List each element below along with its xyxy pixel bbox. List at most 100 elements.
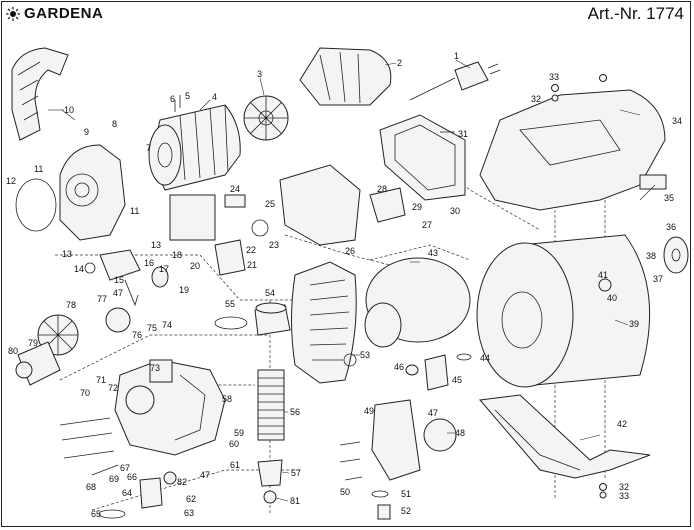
part-label-58: 58 <box>222 394 232 404</box>
part-label-69: 69 <box>109 474 119 484</box>
part-label-75: 75 <box>147 323 157 333</box>
part-label-49: 49 <box>364 406 374 416</box>
leader-lines <box>48 59 656 502</box>
part-label-1: 1 <box>454 51 459 61</box>
part-label-80: 80 <box>8 346 18 356</box>
part-label-7: 7 <box>146 143 151 153</box>
part-label-33a: 33 <box>549 72 559 82</box>
part-label-11b: 11 <box>130 206 139 216</box>
part-label-13a: 13 <box>151 240 161 250</box>
part-label-47b: 47 <box>113 288 123 298</box>
part-label-74: 74 <box>162 320 172 330</box>
part-label-9: 9 <box>84 127 89 137</box>
part-label-34: 34 <box>672 116 682 126</box>
part-label-21: 21 <box>247 260 257 270</box>
part-label-11a: 11 <box>34 164 43 174</box>
switch-housing-part <box>379 114 466 201</box>
part-label-54: 54 <box>265 288 275 298</box>
part-label-66: 66 <box>127 472 137 482</box>
part-label-6: 6 <box>170 94 175 104</box>
part-label-5: 5 <box>185 91 190 101</box>
part-label-4: 4 <box>212 92 217 102</box>
part-label-45: 45 <box>452 375 462 385</box>
part-label-38: 38 <box>646 251 656 261</box>
part-label-32b: 32 <box>619 482 629 492</box>
pressure-switch-part <box>84 249 169 307</box>
part-label-72: 72 <box>108 383 118 393</box>
part-label-63: 63 <box>184 508 194 518</box>
part-label-16: 16 <box>144 258 154 268</box>
part-label-27: 27 <box>422 220 432 230</box>
part-label-47c: 47 <box>200 470 210 480</box>
part-label-20: 20 <box>190 261 200 271</box>
part-label-29: 29 <box>412 202 422 212</box>
top-housing-part <box>479 89 667 211</box>
power-cord-part <box>409 61 501 101</box>
o-ring-part <box>15 178 57 232</box>
part-label-79: 79 <box>28 338 38 348</box>
part-label-77: 77 <box>97 294 107 304</box>
part-label-47a: 47 <box>428 408 438 418</box>
part-label-68: 68 <box>86 482 96 492</box>
part-label-25: 25 <box>265 199 275 209</box>
rear-cover-part <box>11 47 69 141</box>
part-label-17: 17 <box>159 264 169 274</box>
brand-name: GARDENA <box>24 5 104 22</box>
part-label-33b: 33 <box>619 491 629 501</box>
part-label-73: 73 <box>150 363 160 373</box>
part-label-52: 52 <box>401 506 411 516</box>
part-label-35: 35 <box>664 193 674 203</box>
part-label-2: 2 <box>397 58 402 68</box>
part-label-53: 53 <box>360 350 370 360</box>
impeller-part <box>15 307 131 386</box>
fan-part <box>243 95 289 141</box>
valve-assembly-part <box>371 353 472 520</box>
part-label-60: 60 <box>229 439 239 449</box>
part-label-14: 14 <box>74 264 84 274</box>
part-label-3: 3 <box>257 69 262 79</box>
part-label-57: 57 <box>291 468 301 478</box>
part-label-67: 67 <box>120 463 130 473</box>
part-label-42: 42 <box>617 419 627 429</box>
motor-end-shield-part <box>59 144 126 241</box>
part-label-41: 41 <box>598 270 608 280</box>
article-number: Art.-Nr. 1774 <box>587 4 684 23</box>
base-frame-part <box>479 394 651 479</box>
part-label-32a: 32 <box>531 94 541 104</box>
part-label-18: 18 <box>172 250 182 260</box>
part-label-71: 71 <box>96 375 106 385</box>
part-label-40: 40 <box>607 293 617 303</box>
part-label-36: 36 <box>666 222 676 232</box>
pump-housing-part <box>114 359 226 456</box>
part-label-44: 44 <box>480 353 490 363</box>
control-electronics-part <box>169 164 406 276</box>
drain-valve-part <box>98 471 177 519</box>
gardena-sun-icon <box>6 6 20 21</box>
part-label-31: 31 <box>458 129 468 139</box>
filter-gasket-part <box>214 316 248 330</box>
part-number-labels: 1 2 3 4 5 6 7 8 9 10 11 11 12 13 13 14 1… <box>6 51 682 519</box>
part-label-19: 19 <box>179 285 189 295</box>
brand-logo: GARDENA <box>6 5 103 22</box>
part-label-81: 81 <box>290 496 300 506</box>
tank-end-cap-part <box>663 236 689 274</box>
part-label-61: 61 <box>230 460 240 470</box>
filter-assembly-part <box>254 302 291 504</box>
part-label-78: 78 <box>66 300 76 310</box>
diaphragm-part <box>364 257 471 348</box>
pressure-tank-part <box>476 234 651 388</box>
part-label-26: 26 <box>345 246 355 256</box>
part-label-13b: 13 <box>62 249 72 259</box>
part-label-43: 43 <box>428 248 438 258</box>
part-label-28: 28 <box>377 184 387 194</box>
part-label-39: 39 <box>629 319 639 329</box>
part-label-8: 8 <box>112 119 117 129</box>
part-label-24: 24 <box>230 184 240 194</box>
part-label-10: 10 <box>64 105 74 115</box>
part-label-76: 76 <box>132 330 142 340</box>
part-label-12: 12 <box>6 176 16 186</box>
part-label-65: 65 <box>91 509 101 519</box>
motor-part <box>148 104 241 191</box>
screw-set <box>59 74 607 499</box>
